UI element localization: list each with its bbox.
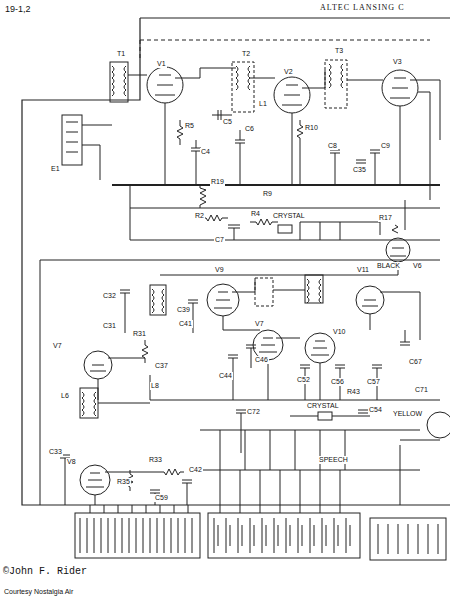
component-label: C72: [246, 408, 261, 416]
component-label: V2: [283, 68, 294, 76]
component-label: C59: [154, 494, 169, 502]
component-label: C6: [244, 125, 255, 133]
component-label: C42: [188, 466, 203, 474]
component-label: R33: [148, 456, 163, 464]
component-label: V3: [392, 58, 403, 66]
component-label: YELLOW: [392, 410, 423, 418]
component-label: C5: [222, 118, 233, 126]
component-label: V1: [156, 60, 167, 68]
component-label: V7: [52, 342, 63, 350]
component-label: R17: [378, 214, 393, 222]
copyright-caption: ©John F. Rider: [3, 566, 87, 577]
component-label: R43: [346, 388, 361, 396]
component-label: C54: [368, 406, 383, 414]
component-label: R31: [132, 330, 147, 338]
component-label: C44: [218, 372, 233, 380]
component-label: C33: [48, 448, 63, 456]
component-label: R19: [210, 178, 225, 186]
component-label: V11: [356, 266, 370, 274]
component-label: Courtesy Nostalgia Air: [3, 588, 74, 596]
component-label: V9: [214, 266, 225, 274]
component-label: R4: [250, 210, 261, 218]
component-label: C4: [200, 148, 211, 156]
component-label: V8: [66, 458, 77, 466]
component-label: T1: [116, 50, 126, 58]
component-label: C67: [408, 358, 423, 366]
component-label: CRYSTAL: [306, 402, 340, 410]
component-label: L1: [258, 100, 268, 108]
component-label: C8: [327, 142, 338, 150]
component-label: C57: [366, 378, 381, 386]
component-label: CRYSTAL: [272, 212, 306, 220]
component-label: T2: [241, 50, 251, 58]
component-label: C31: [102, 322, 117, 330]
component-label: C39: [176, 306, 191, 314]
component-label: C32: [102, 292, 117, 300]
component-label: V6: [412, 262, 423, 270]
component-label: C56: [330, 378, 345, 386]
component-label: R9: [262, 190, 273, 198]
component-label: L6: [60, 392, 70, 400]
component-label: BLACK: [376, 262, 401, 270]
page-number: 19-1,2: [4, 4, 32, 14]
title: ALTEC LANSING C: [318, 3, 406, 12]
component-label: R10: [304, 124, 319, 132]
component-label: C52: [296, 376, 311, 384]
component-label: C71: [414, 386, 429, 394]
component-label: SPEECH: [318, 456, 349, 464]
component-label: R2: [194, 212, 205, 220]
component-label: C7: [214, 236, 225, 244]
component-label: C35: [352, 166, 367, 174]
component-label: C37: [154, 362, 169, 370]
component-label: E1: [50, 165, 61, 173]
component-label: T3: [334, 47, 344, 55]
component-label: V10: [332, 328, 346, 336]
component-label: C46: [254, 356, 269, 364]
component-label: L8: [150, 382, 160, 390]
component-label: R35: [116, 478, 131, 486]
component-label: C41: [178, 320, 193, 328]
component-label: V7: [254, 320, 265, 328]
component-label: C9: [380, 142, 391, 150]
component-label: R5: [184, 122, 195, 130]
